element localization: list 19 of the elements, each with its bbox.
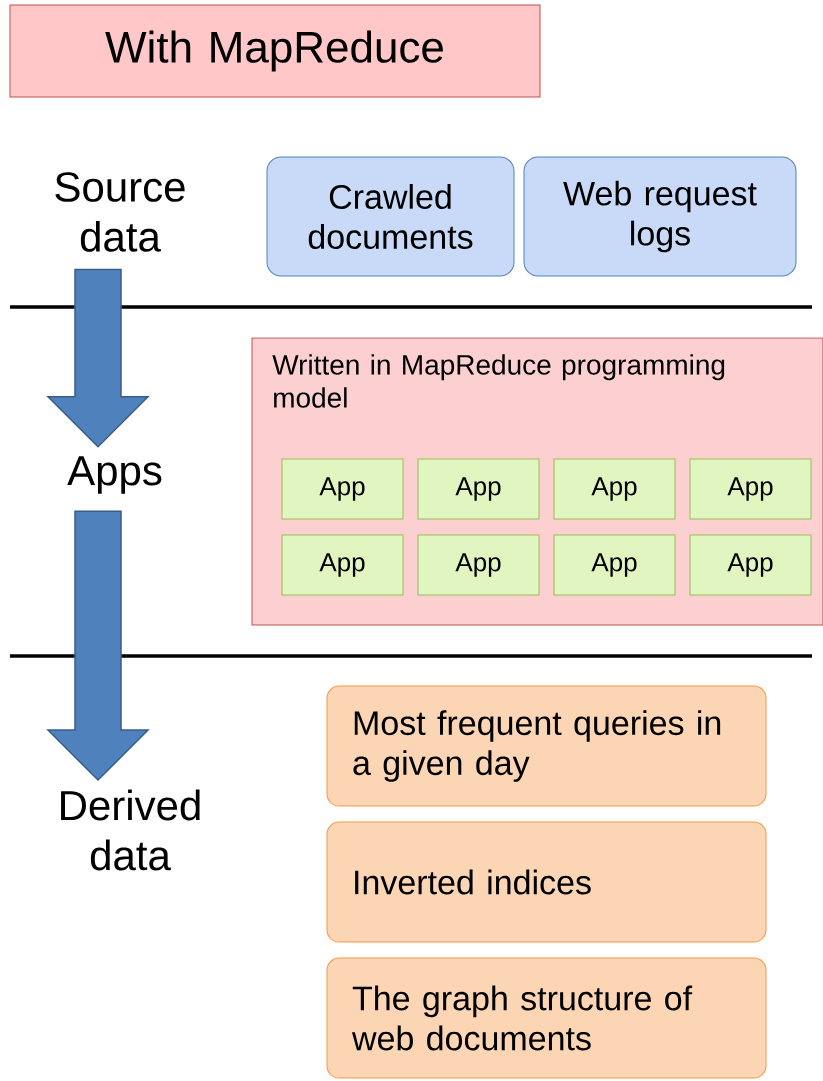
section-label: Derived data [61,789,200,871]
section-label: Source data [55,172,185,252]
title-box: With MapReduce [9,4,541,98]
down-arrow [46,510,150,782]
down-arrow [46,268,150,448]
source-box: Web request logs [523,156,797,277]
source-box: Crawled documents [266,156,515,277]
result-box: Inverted indices [326,821,767,943]
app-box: App [417,534,540,596]
app-box: App [281,458,404,520]
app-box: App [281,534,404,596]
app-box: App [689,534,812,596]
app-box: App [553,458,676,520]
app-box: App [417,458,540,520]
result-box: The graph structure of web documents [326,957,767,1079]
app-box: App [553,534,676,596]
app-box: App [689,458,812,520]
result-box: Most frequent queries in a given day [326,685,767,807]
section-label: Apps [67,456,162,494]
